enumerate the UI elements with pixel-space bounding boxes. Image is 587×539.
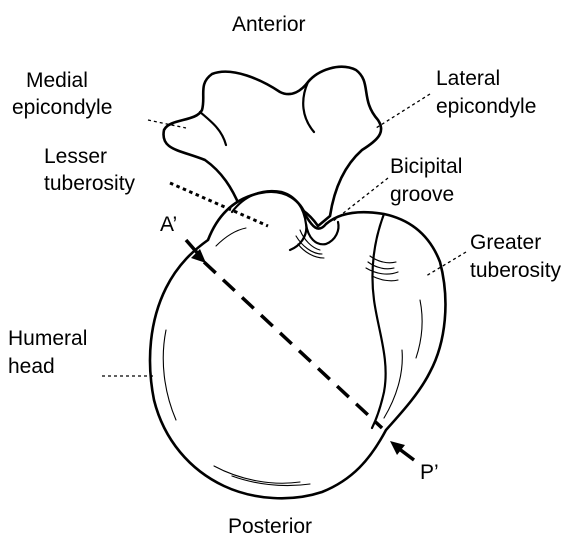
label-bicipital-groove-line1: Bicipital [390,154,462,179]
label-medial-epicondyle-line2: epicondyle [12,95,112,120]
label-lateral-epicondyle-line2: epicondyle [436,94,536,119]
label-humeral-head-line2: head [8,354,55,379]
label-anterior: Anterior [232,12,306,37]
arrow-p-icon [390,441,414,460]
label-posterior: Posterior [228,514,312,539]
label-point-a: A’ [160,212,177,237]
label-medial-epicondyle-line1: Medial [26,68,88,93]
label-lesser-tuberosity-line1: Lesser [44,144,107,169]
label-lateral-epicondyle-line1: Lateral [436,66,500,91]
label-humeral-head-line1: Humeral [8,326,87,351]
leader-lateral-epicondyle [376,94,430,128]
label-lesser-tuberosity-line2: tuberosity [44,171,135,196]
label-greater-tuberosity-line1: Greater [470,230,541,255]
label-greater-tuberosity-line2: tuberosity [470,258,561,283]
label-bicipital-groove-line2: groove [390,182,454,207]
label-point-p: P’ [420,460,439,485]
